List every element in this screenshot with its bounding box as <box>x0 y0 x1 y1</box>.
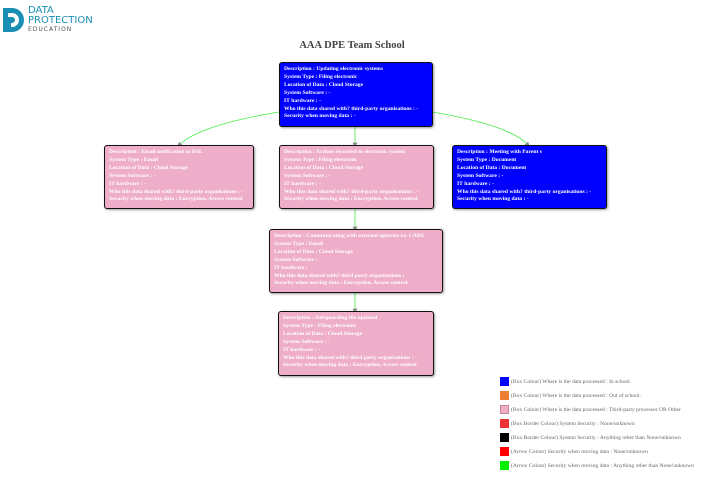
box-field: IT hardware : - <box>284 180 321 187</box>
box-field: Location of Data : Cloud Storage <box>109 164 189 171</box>
box-field: Security when moving data : Encryption, … <box>274 280 408 287</box>
box-field: Location of Data : Cloud Storage <box>274 248 354 255</box>
box-field: IT hardware : - <box>284 97 321 104</box>
box-field: Who this data shared with? third-party o… <box>457 188 592 195</box>
box-field: Security when moving data : Encryption, … <box>283 362 417 369</box>
arrow-root-to-meeting <box>431 111 530 147</box>
legend-label: (Box Colour) Where is the data processed… <box>511 392 641 399</box>
legend-swatch <box>500 433 509 442</box>
box-field: System Software : - <box>284 172 331 179</box>
box-field: System Software : - <box>109 172 156 179</box>
box-field: Location of Data : Cloud Storage <box>283 330 363 337</box>
box-field: Location of Data : Document <box>457 164 527 171</box>
logo-text-education: EDUCATION <box>28 26 73 33</box>
box-field: Who this data shared with? third-party o… <box>284 188 419 195</box>
dp-logo-mark-icon <box>3 8 24 32</box>
arrow-root-to-email <box>177 111 280 147</box>
system-box-actions[interactable]: Description : Actions recorded to electr… <box>279 145 434 209</box>
legend-label: (Arrow Colour) Security when moving data… <box>511 462 695 469</box>
legend-item: (Box Colour) Where is the data processed… <box>500 391 705 405</box>
box-field: System Software : <box>274 256 318 263</box>
legend-label: (Box Colour) Where is the data processed… <box>511 406 681 413</box>
box-field: Location of Data : Cloud Storage <box>284 81 364 88</box>
box-field: Who this data shared with? third-party o… <box>284 105 419 112</box>
system-box-root[interactable]: Description : Updating electronic system… <box>279 62 433 127</box>
legend-item: (Box Border Colour) System Security : No… <box>500 419 705 433</box>
box-field: Who this data shared with? third-party o… <box>109 188 244 195</box>
legend-swatch <box>500 419 509 428</box>
system-box-external[interactable]: Description : Communicating with externa… <box>269 229 443 293</box>
legend-item: (Box Colour) Where is the data processed… <box>500 377 705 391</box>
box-field: Description : Email notification to DSL <box>109 149 203 155</box>
box-field: Description : Updating electronic system… <box>284 66 384 72</box>
box-field: Who this data shared with? third party o… <box>283 354 417 361</box>
box-field: Security when moving data : Encryption, … <box>284 196 418 203</box>
box-field: IT hardware : - <box>109 180 146 187</box>
legend-label: (Box Colour) Where is the data processed… <box>511 378 632 385</box>
legend-item: (Arrow Colour) Security when moving data… <box>500 461 705 475</box>
legend-label: (Box Border Colour) System Security : No… <box>511 420 635 427</box>
box-field: Security when moving data : - <box>284 113 356 120</box>
box-field: System Software : - <box>284 89 331 96</box>
box-field: IT hardware : - <box>457 180 494 187</box>
legend: (Box Colour) Where is the data processed… <box>500 377 705 475</box>
box-field: Who this data shared with? third party o… <box>274 272 405 279</box>
legend-item: (Box Colour) Where is the data processed… <box>500 405 705 419</box>
box-field: System Type : Filing electronic <box>284 156 358 163</box>
box-field: Description : Safeguarding file updated <box>283 315 378 321</box>
box-field: Security when moving data : - <box>457 196 529 203</box>
legend-swatch <box>500 461 509 470</box>
legend-swatch <box>500 405 509 414</box>
box-field: IT hardware : - <box>283 346 320 353</box>
legend-label: (Box Border Colour) System Security : An… <box>511 434 681 441</box>
box-field: Description : Meeting with Parent s <box>457 149 542 155</box>
legend-swatch <box>500 447 509 456</box>
box-field: System Type : Filing electronic <box>283 322 357 329</box>
legend-label: (Arrow Colour) Security when moving data… <box>511 448 648 455</box>
box-field: System Type : Email <box>274 240 324 247</box>
box-field: System Software : - <box>283 338 330 345</box>
legend-swatch <box>500 377 509 386</box>
page-title: AAA DPE Team School <box>299 40 405 51</box>
legend-swatch <box>500 391 509 400</box>
box-field: System Type : Email <box>109 156 159 163</box>
box-field: System Software : - <box>457 172 504 179</box>
box-field: Description : Actions recorded to electr… <box>284 149 405 155</box>
legend-item: (Arrow Colour) Security when moving data… <box>500 447 705 461</box>
box-field: Security when moving data : Encryption, … <box>109 196 243 203</box>
logo-text-data: DATA <box>28 5 54 16</box>
box-field: Description : Communicating with externa… <box>274 233 424 239</box>
logo-text-protection: PROTECTION <box>28 15 93 26</box>
box-field: System Type : Filing electronic <box>284 73 358 80</box>
legend-item: (Box Border Colour) System Security : An… <box>500 433 705 447</box>
box-field: IT hardware : <box>274 264 308 271</box>
box-field: System Type : Document <box>457 156 517 163</box>
data-protection-education-logo: DATA PROTECTION EDUCATION <box>3 6 93 33</box>
box-field: Location of Data : Cloud Storage <box>284 164 364 171</box>
